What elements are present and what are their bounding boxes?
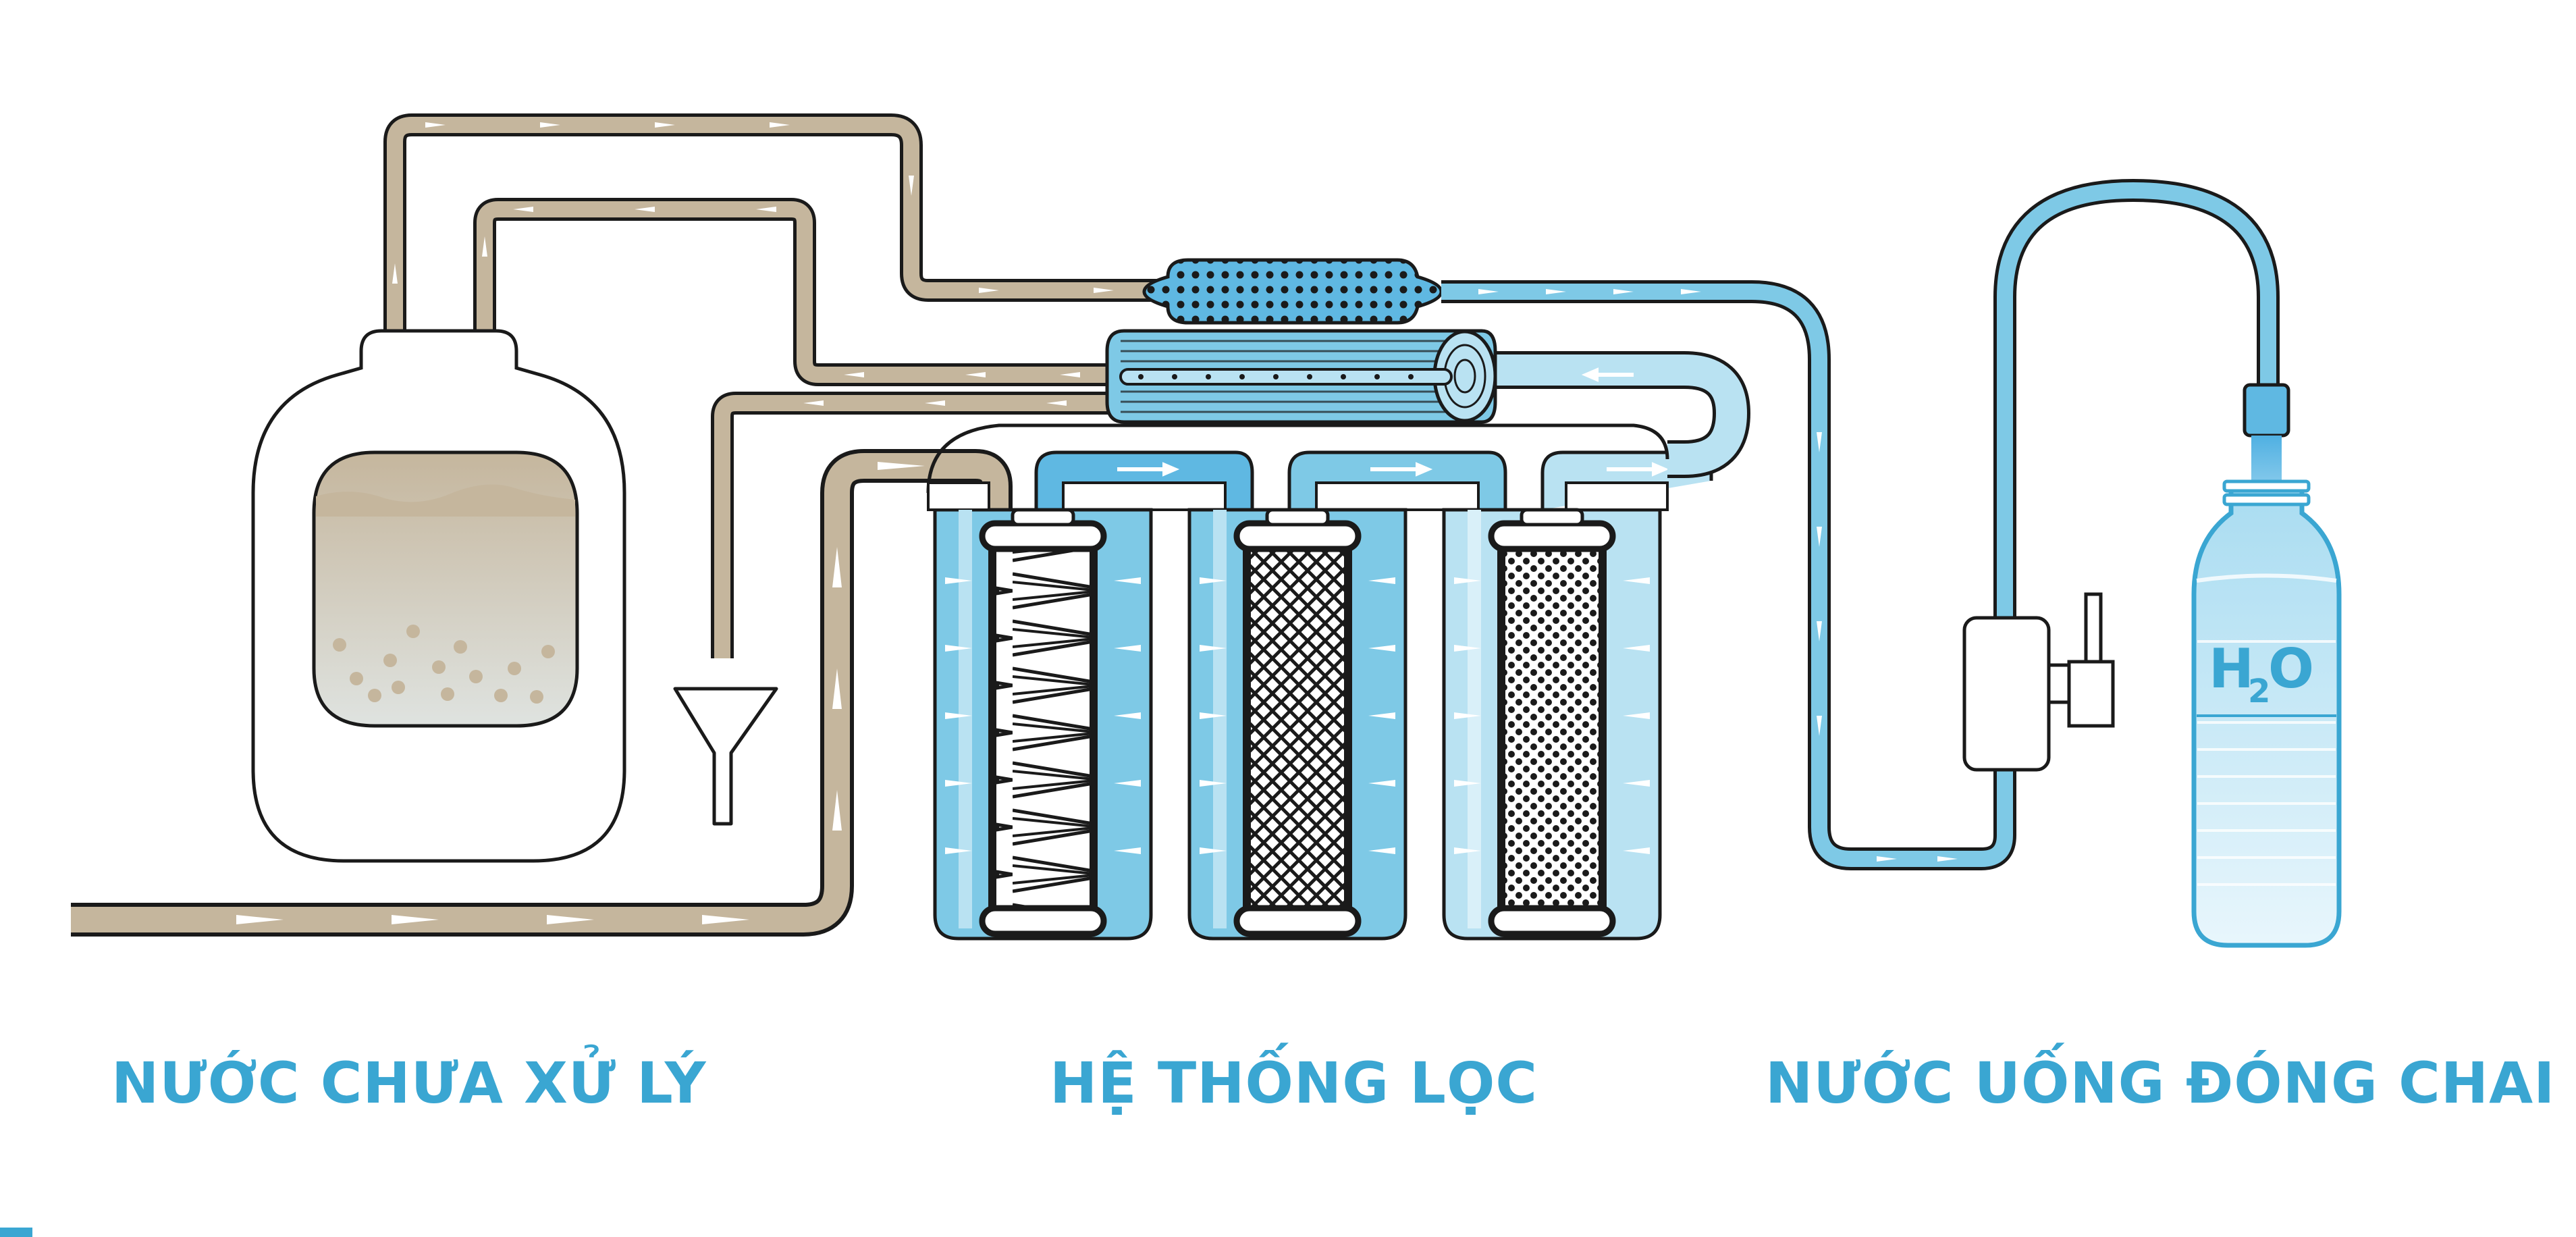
filter-housing-1 xyxy=(927,481,1153,941)
clean-water-pipe xyxy=(1441,179,2280,870)
funnel-icon xyxy=(673,687,778,826)
ceramic-filter-icon xyxy=(1488,508,1616,937)
membrane-feed-pipe xyxy=(926,351,1750,494)
faucet-icon xyxy=(1962,592,2115,772)
bottle-icon: H 2 O xyxy=(2191,383,2342,948)
post-carbon-filter xyxy=(1142,258,1443,325)
tank-icon xyxy=(251,329,626,863)
corner-accent xyxy=(0,1228,32,1237)
caption-filter-system: HỆ THỐNG LỌC xyxy=(1050,1050,1538,1116)
carbon-filter-icon xyxy=(1233,508,1362,937)
bottle-label-o: O xyxy=(2268,637,2314,700)
filter-housing-3 xyxy=(1442,481,1669,941)
filter-housing-2 xyxy=(1187,508,1407,941)
raw-water-pipes xyxy=(71,113,1168,937)
caption-raw-water: NƯỚC CHƯA XỬ LÝ xyxy=(111,1050,707,1116)
sediment-particles xyxy=(333,625,555,704)
sediment-filter-icon xyxy=(979,508,1107,937)
caption-bottled-water: NƯỚC UỐNG ĐÓNG CHAI xyxy=(1765,1050,2556,1116)
bottle-label-h: H xyxy=(2209,637,2254,700)
membrane-icon xyxy=(1105,329,1497,424)
bottle-label-sub: 2 xyxy=(2248,673,2270,710)
